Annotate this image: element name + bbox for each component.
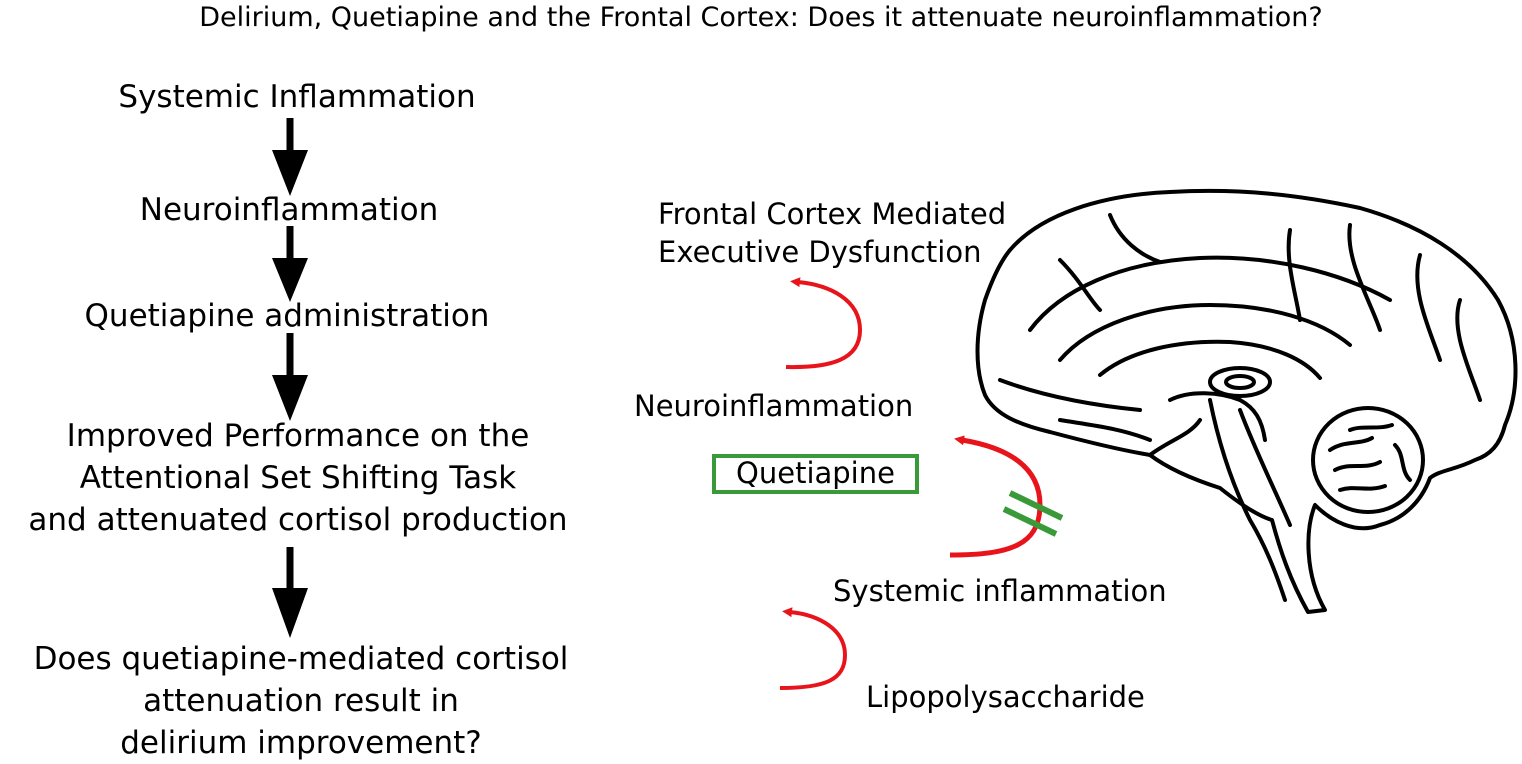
outcome-line2: Executive Dysfunction	[658, 235, 982, 269]
brain-illustration	[975, 188, 1518, 614]
flow-step-question: Does quetiapine-mediated cortisol attenu…	[0, 638, 602, 764]
flow-step4-line3: and attenuated cortisol production	[28, 502, 568, 538]
quetiapine-label: Quetiapine	[736, 456, 895, 490]
flow-step4-line2: Attentional Set Shifting Task	[79, 460, 517, 496]
flow-step-systemic-inflammation: Systemic Inflammation	[118, 79, 476, 115]
red-arrow-outcome	[785, 277, 863, 370]
flow-step5-line3: delirium improvement?	[120, 725, 482, 761]
outcome-label: Frontal Cortex Mediated Executive Dysfun…	[658, 195, 1006, 271]
quetiapine-box	[712, 454, 919, 494]
flow-arrow-1	[272, 118, 308, 196]
red-arrow-neuroinflammation	[949, 435, 1043, 558]
outcome-line1: Frontal Cortex Mediated	[658, 197, 1007, 231]
flow-step-neuroinflammation: Neuroinflammation	[139, 192, 439, 228]
neuroinflammation-label: Neuroinflammation	[634, 389, 914, 423]
flow-step5-line1: Does quetiapine-mediated cortisol	[33, 641, 569, 677]
flow-step-quetiapine: Quetiapine administration	[84, 298, 490, 334]
red-arrow-systemic	[779, 607, 848, 690]
flow-arrow-2	[272, 226, 308, 302]
flow-step-improved-performance: Improved Performance on the Attentional …	[0, 415, 596, 541]
flow-step4-line1: Improved Performance on the	[66, 418, 530, 454]
blockade-symbol	[1002, 490, 1064, 537]
flow-arrow-4	[272, 547, 308, 638]
systemic-inflammation-label: Systemic inflammation	[833, 574, 1167, 608]
diagram-title: Delirium, Quetiapine and the Frontal Cor…	[199, 2, 1323, 33]
flow-arrow-3	[272, 333, 308, 421]
lipopolysaccharide-label: Lipopolysaccharide	[866, 680, 1145, 714]
flow-step5-line2: attenuation result in	[143, 683, 459, 719]
